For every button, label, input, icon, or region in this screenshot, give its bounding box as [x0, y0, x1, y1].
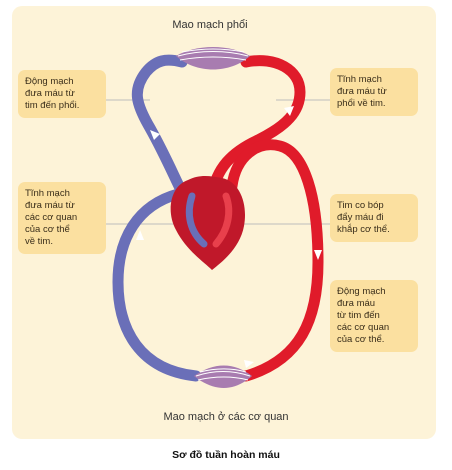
heart-body	[170, 176, 246, 270]
pulmonary-capillary-line	[181, 48, 245, 53]
oxygenated-vessels	[206, 55, 324, 382]
pulmonary-capillaries-label: Mao mạch phổi	[172, 19, 248, 31]
flow-arrows	[136, 106, 322, 368]
systemic-artery-box: Động mạch đưa máu từ tim đến các cơ quan…	[330, 280, 418, 352]
heart-left-side	[212, 192, 233, 248]
pulmonary-capillary-bed	[176, 47, 250, 70]
organ-capillary-line	[197, 376, 249, 381]
pulmonary-capillaries	[176, 47, 250, 70]
pulmonary-capillary-line	[177, 51, 249, 57]
arrow-down-icon	[284, 106, 294, 116]
pulmonary-artery-box: Động mạch đưa máu từ tim đến phổi.	[18, 70, 106, 118]
heart-right-side	[185, 192, 208, 248]
arrow-down-icon	[314, 250, 322, 260]
heart	[170, 176, 246, 270]
diagram-caption: Sơ đồ tuần hoàn máu	[172, 449, 280, 461]
heart-box: Tim co bóp đẩy máu đi khắp cơ thể.	[330, 194, 418, 242]
organ-capillary-line	[195, 371, 251, 377]
systemic-vein-vessel	[112, 188, 202, 382]
arrow-up-icon	[136, 230, 144, 240]
pulmonary-vein-box: Tĩnh mạch đưa máu từ phổi về tim.	[330, 68, 418, 116]
arrow-left-icon	[244, 360, 254, 368]
arrow-up-icon	[150, 130, 160, 140]
systemic-vein-box: Tĩnh mạch đưa máu từ các cơ quan của cơ …	[18, 182, 106, 254]
organ-capillaries	[194, 365, 252, 388]
pulmonary-artery-vessel	[131, 54, 198, 218]
pulmonary-vein-vessel	[206, 55, 306, 202]
organ-capillaries-label: Mao mạch ở các cơ quan	[163, 411, 289, 423]
systemic-artery-vessel	[226, 139, 324, 382]
pulmonary-capillary-line	[179, 56, 247, 61]
deoxygenated-vessels	[112, 54, 202, 382]
organ-capillary-line	[199, 368, 247, 373]
